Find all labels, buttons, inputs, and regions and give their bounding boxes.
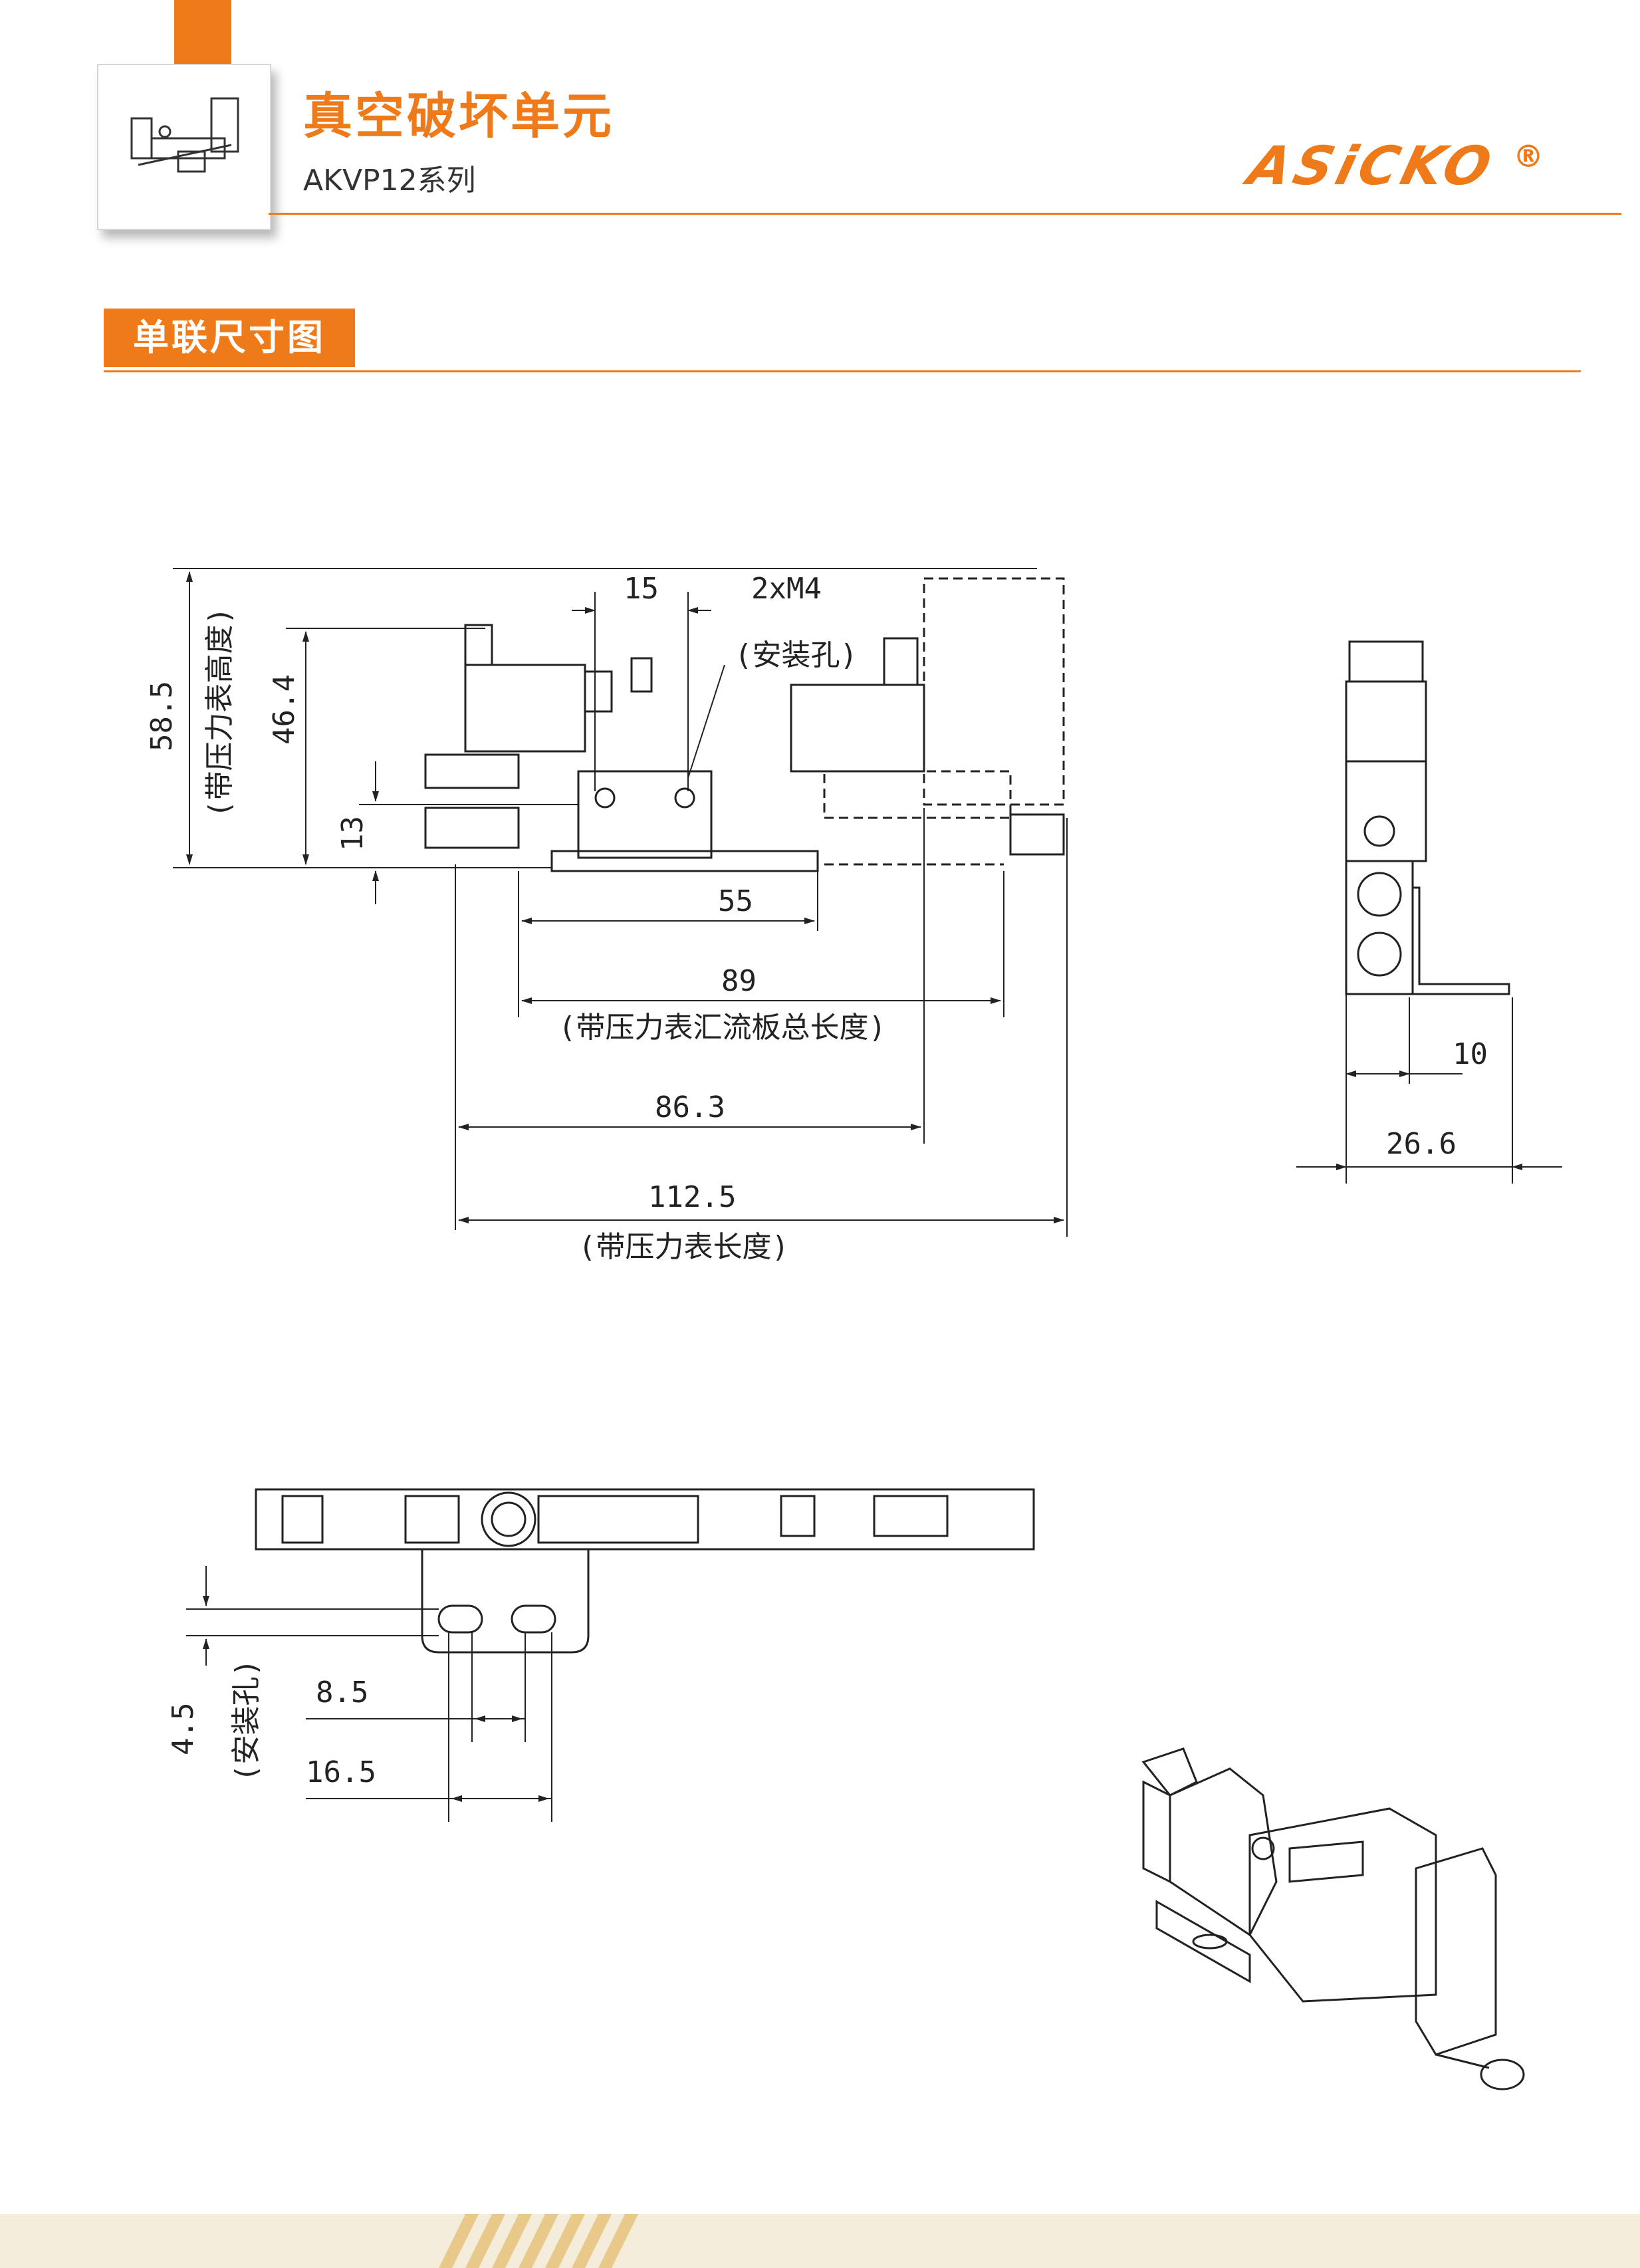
dim-2xm4-label: 2xM4	[751, 572, 822, 606]
front-view	[173, 568, 1068, 1237]
dim-89-label: 89	[721, 964, 757, 998]
footer-stripes	[439, 2214, 638, 2268]
section-label: 单联尺寸图	[104, 309, 355, 367]
footer-band	[0, 2214, 1640, 2268]
dim-2xm4-note: (安装孔)	[735, 638, 858, 672]
manifold-base	[550, 850, 819, 872]
dim-86-3-label: 86.3	[655, 1090, 725, 1124]
page-title: 真空破坏单元	[303, 88, 614, 145]
dim-4-5-note: (安装孔)	[229, 1659, 263, 1782]
mount-slot-right	[511, 1604, 556, 1634]
dim-112-5-label: 112.5	[648, 1180, 736, 1214]
iso-manifold	[1248, 1807, 1437, 2003]
page-subtitle: AKVP12系列	[303, 164, 476, 197]
product-thumbnail	[97, 64, 271, 230]
side-bracket	[1413, 886, 1510, 995]
dim-46-4-label: 46.4	[267, 674, 301, 745]
top-view-labels: 4.5 (安装孔) 8.5 16.5	[166, 1659, 376, 1789]
fitting-right	[1009, 813, 1065, 856]
top-view	[186, 1488, 1035, 1822]
dim-4-5-label: 4.5	[166, 1703, 200, 1755]
header-rule	[269, 213, 1621, 215]
dim-10-label: 10	[1453, 1037, 1488, 1071]
side-view-labels: 10 26.6	[1386, 1037, 1488, 1161]
regulator-block	[577, 770, 713, 859]
dim-58-5-label: 58.5	[145, 681, 179, 751]
header-accent-tab	[174, 0, 231, 64]
product-thumbnail-image	[130, 97, 239, 173]
valve-block	[790, 684, 925, 773]
top-bracket	[421, 1549, 590, 1654]
side-view	[1296, 640, 1562, 1184]
dim-55-label: 55	[718, 884, 753, 918]
dim-89-note: (带压力表汇流板总长度)	[558, 1011, 886, 1045]
section-rule	[104, 370, 1581, 372]
isometric-product-view	[1141, 1747, 1525, 2090]
solenoid-connector	[464, 624, 493, 666]
dim-26-6-label: 26.6	[1386, 1127, 1457, 1161]
dim-16-5-label: 16.5	[306, 1755, 376, 1789]
dim-15-label: 15	[624, 572, 659, 606]
dim-8-5-label: 8.5	[316, 1676, 368, 1709]
iso-gauge	[1415, 1847, 1497, 2056]
registered-mark: ®	[1513, 138, 1544, 174]
top-body	[255, 1488, 1035, 1551]
gauge-outline-dashed	[923, 577, 1065, 806]
front-view-labels: 15 2xM4 (安装孔) 58.5 (带压力表高度) 46.4 13 55 8…	[145, 572, 886, 1264]
dim-112-5-note: (带压力表长度)	[578, 1230, 789, 1264]
iso-bracket	[1155, 1900, 1251, 1983]
solenoid-body	[464, 664, 586, 753]
side-base	[1345, 860, 1414, 995]
dim-13-label: 13	[336, 816, 370, 851]
mount-slot-left	[437, 1604, 483, 1634]
side-connector	[1348, 640, 1424, 683]
dim-58-5-note: (带压力表高度)	[203, 607, 237, 818]
gauge-knob	[630, 657, 653, 693]
side-solenoid	[1345, 680, 1427, 763]
